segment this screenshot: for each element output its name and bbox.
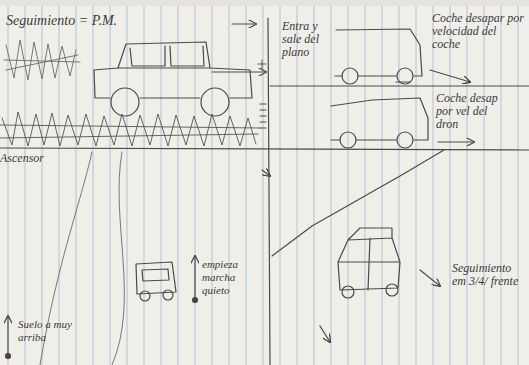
speed-mark <box>396 81 410 82</box>
handwritten-note: Suelo a muy arriba <box>18 318 88 344</box>
handwritten-note: empieza marcha quieto <box>202 258 252 297</box>
car-wheel <box>340 132 356 148</box>
jeep-windows <box>118 46 210 68</box>
spiral-holes <box>0 0 529 6</box>
handwritten-note: Entra y sale del plano <box>282 20 328 59</box>
motion-arrow <box>262 170 270 176</box>
motion-arrow <box>438 141 474 142</box>
up-arrow <box>194 256 195 300</box>
motion-arrow <box>420 270 440 286</box>
car-wheel <box>397 68 413 84</box>
spiral-band <box>0 0 529 6</box>
car-wheel <box>397 132 413 148</box>
handwritten-note: Coche desapar por velocidad del coche <box>432 12 524 51</box>
car-wheel <box>342 286 354 298</box>
figure-sketch <box>258 60 266 70</box>
road-edge <box>40 152 92 365</box>
pencil-strokes <box>0 18 529 365</box>
handwritten-note: Ascensor <box>0 152 80 165</box>
arrow-dot <box>193 298 198 303</box>
handwritten-note: Seguimiento = P.M. <box>6 14 156 27</box>
handwritten-note: Seguimiento em 3/4/ frente <box>452 262 528 288</box>
car-wheel <box>342 68 358 84</box>
frame-ticks <box>260 104 266 128</box>
car-wheel <box>163 290 173 300</box>
jeep-wheel <box>111 88 139 116</box>
motion-arrow <box>430 70 470 82</box>
car-wheel <box>386 284 398 296</box>
car-three-quarter <box>338 228 400 290</box>
panel-divider <box>270 85 529 86</box>
car-rear <box>136 262 176 294</box>
car-wheel <box>140 291 150 301</box>
motion-arrow <box>320 326 330 342</box>
panel-divider <box>0 148 529 150</box>
car-body <box>331 98 428 140</box>
trees-scribble <box>4 40 80 80</box>
arrow-dot <box>6 354 11 359</box>
grass-scribble <box>0 112 260 146</box>
up-arrow <box>7 316 8 356</box>
jeep-wheel <box>201 88 229 116</box>
panel-divider <box>268 18 270 365</box>
handwritten-note: Coche desap por vel del dron <box>436 92 506 131</box>
direction-arrow <box>232 23 256 24</box>
road-edge <box>112 152 124 365</box>
motion-arrow <box>212 71 266 72</box>
